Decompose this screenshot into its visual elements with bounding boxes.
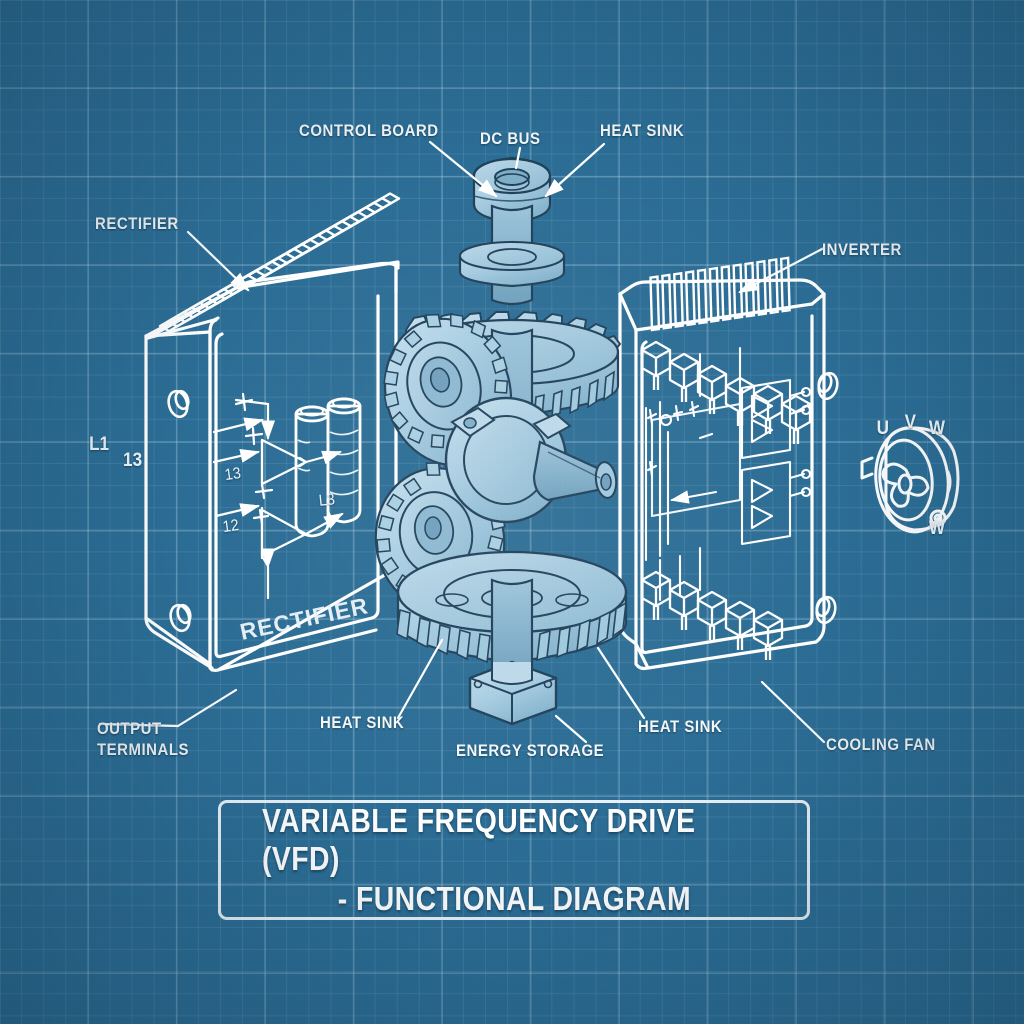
leader-control-board <box>428 140 498 198</box>
dc-bus-capacitors <box>294 397 362 538</box>
leader-inverter <box>738 246 826 294</box>
mark-12: 12 <box>221 516 240 537</box>
leader-dc-bus <box>514 146 522 170</box>
inverter-mounting-holes <box>815 371 839 625</box>
leader-output-terminals-2 <box>98 722 180 728</box>
cooling-fan <box>860 426 960 534</box>
inverter-enclosure <box>618 278 826 671</box>
inverter-schematic <box>644 346 812 602</box>
drive-hub-and-shaft <box>444 396 618 524</box>
title-line-2: - FUNCTIONAL DIAGRAM <box>337 880 691 917</box>
bus-collar <box>458 240 566 288</box>
mark-13: 13 <box>223 464 242 485</box>
leader-output-terminals <box>176 688 238 728</box>
inverter-igbt-modules-top <box>640 340 812 444</box>
inverter-heat-sink-fins <box>649 256 791 332</box>
leader-rectifier <box>186 230 250 292</box>
gear-left <box>383 313 513 467</box>
title-block: VARIABLE FREQUENCY DRIVE (VFD) - FUNCTIO… <box>218 800 810 920</box>
callout-leader-lines <box>98 140 826 744</box>
rectifier-mounting-holes <box>167 389 192 633</box>
terminal-w2: W <box>928 518 946 539</box>
terminal-w: W <box>928 418 946 439</box>
mark-l3: L3 <box>317 491 336 510</box>
leader-energy-storage <box>554 714 588 744</box>
leader-heat-sink-top <box>544 142 606 198</box>
terminal-v: V <box>904 412 917 433</box>
leader-cooling-fan <box>760 680 826 744</box>
terminal-l1: L1 <box>89 434 110 455</box>
inverter-igbt-modules-bottom <box>640 570 784 660</box>
terminal-u: U <box>876 418 890 439</box>
terminal-l3: 13 <box>123 450 143 471</box>
title-line-1: VARIABLE FREQUENCY DRIVE (VFD) <box>262 802 696 877</box>
rectifier-heat-sink-fins <box>158 192 401 333</box>
hex-base <box>468 660 558 726</box>
gear-assembly <box>374 156 628 726</box>
leader-heat-sink-left <box>396 638 444 720</box>
leader-heat-sink-right <box>596 646 646 720</box>
